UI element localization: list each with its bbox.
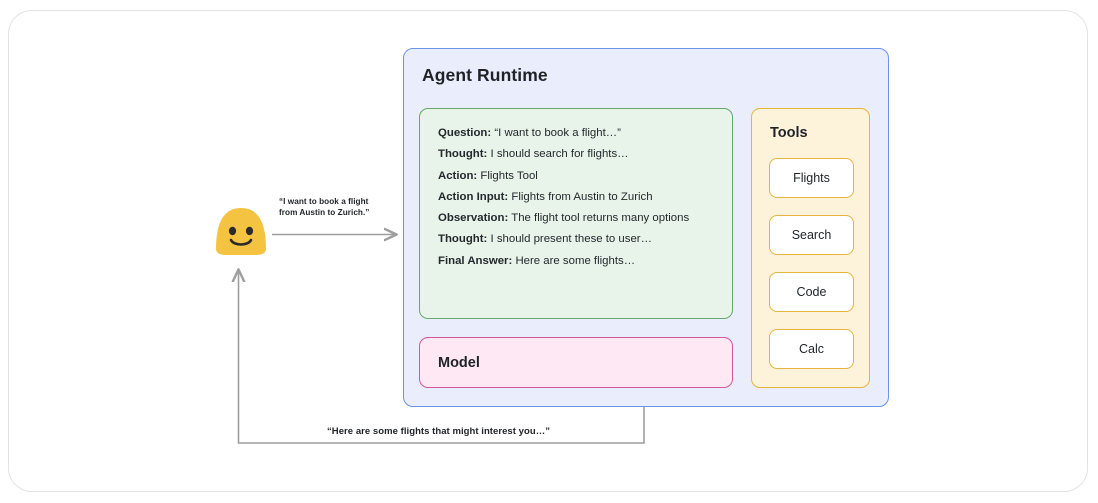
tool-button-search[interactable]: Search <box>769 215 854 255</box>
trace-line-label: Observation: <box>438 212 509 225</box>
trace-line-label: Thought: <box>438 233 488 246</box>
trace-line-text: Flights Tool <box>480 169 538 182</box>
trace-line-text: Flights from Austin to Zurich <box>511 190 653 203</box>
trace-line-text: I should present these to user… <box>490 233 652 246</box>
trace-line: Thought: I should search for flights… <box>438 144 732 165</box>
agent-response-label: “Here are some flights that might intere… <box>320 426 558 437</box>
trace-line-label: Question: <box>438 127 492 139</box>
tools-title: Tools <box>770 125 808 141</box>
trace-line-label: Action Input: <box>438 190 509 203</box>
trace-line-text: I should search for flights… <box>490 148 629 161</box>
react-trace-box: Question: “I want to book a flight…” Tho… <box>419 108 733 319</box>
trace-line: Action Input: Flights from Austin to Zur… <box>438 187 732 208</box>
user-request-label: “I want to book a flight from Austin to … <box>279 196 399 218</box>
tool-button-calc[interactable]: Calc <box>769 329 854 369</box>
tool-button-code[interactable]: Code <box>769 272 854 312</box>
trace-line-label: Thought: <box>438 148 488 161</box>
trace-line-text: “I want to book a flight…” <box>494 127 621 139</box>
trace-line: Observation: The flight tool returns man… <box>438 208 732 229</box>
trace-line: Final Answer: Here are some flights… <box>438 251 732 272</box>
smiley-face-icon <box>216 208 266 255</box>
trace-line-text: Here are some flights… <box>515 254 636 267</box>
trace-line: Action: Flights Tool <box>438 166 732 187</box>
trace-line: Question: “I want to book a flight…” <box>438 123 732 144</box>
trace-line-label: Final Answer: <box>438 254 513 267</box>
trace-line: Thought: I should present these to user… <box>438 229 732 250</box>
agent-runtime-panel: Agent Runtime Question: “I want to book … <box>403 48 889 407</box>
tools-panel: Tools Flights Search Code Calc <box>751 108 870 388</box>
tool-button-flights[interactable]: Flights <box>769 158 854 198</box>
tools-list: Flights Search Code Calc <box>769 158 854 386</box>
trace-line-label: Action: <box>438 169 478 182</box>
agent-runtime-title: Agent Runtime <box>422 65 548 85</box>
user-request-line1: “I want to book a flight <box>279 197 369 206</box>
user-request-line2: from Austin to Zurich.” <box>279 208 370 217</box>
model-label: Model <box>438 354 480 371</box>
trace-line-text: The flight tool returns many options <box>511 212 690 225</box>
model-box: Model <box>419 337 733 388</box>
